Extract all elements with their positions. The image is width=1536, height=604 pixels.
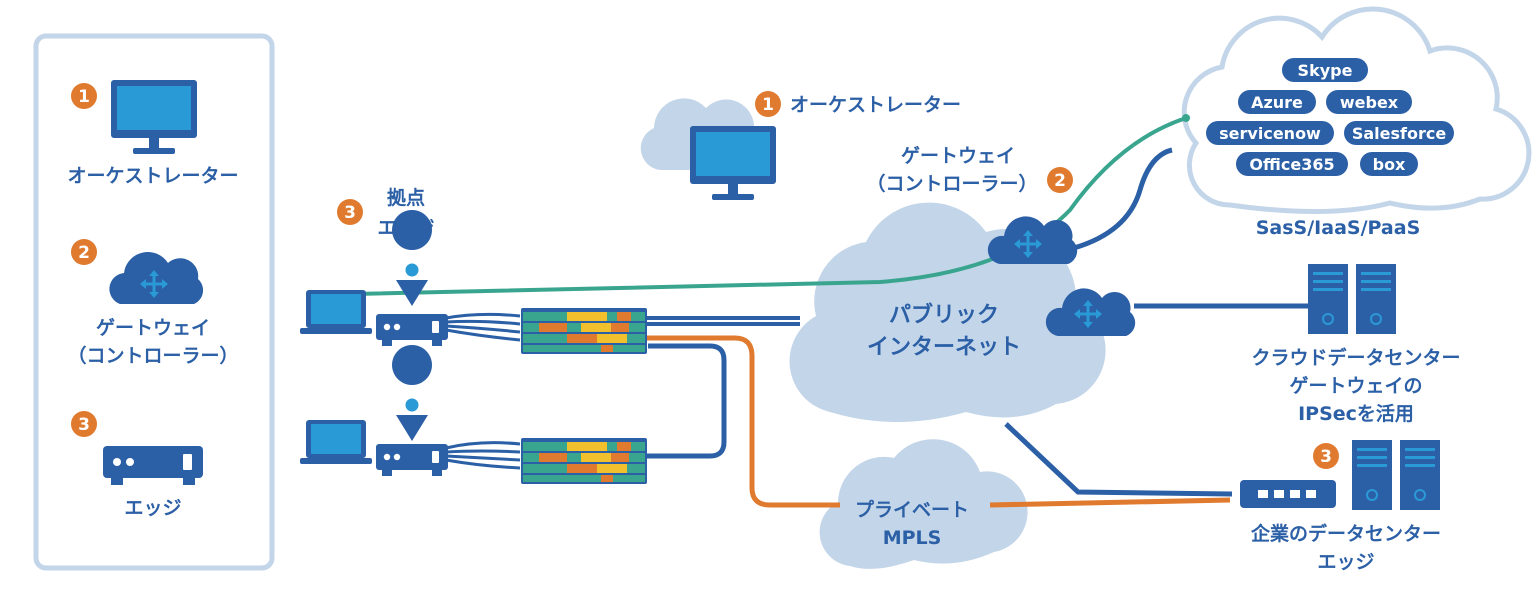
laptop-icon xyxy=(300,420,372,464)
mpls-cloud xyxy=(819,439,1028,569)
internet-to-enterprise-path xyxy=(1004,422,1233,497)
gateway-badge xyxy=(1047,167,1073,193)
bundle-2-lines xyxy=(445,441,521,470)
bundle-1-lines xyxy=(445,312,521,342)
legend-label-gateway-line2: （コントローラー） xyxy=(67,344,238,367)
edge-device-icon xyxy=(103,446,203,485)
orchestrator-label: オーケストレーター xyxy=(790,94,961,116)
legend-number-badge xyxy=(71,411,97,437)
saas-services: Skype Azure webex servicenow Salesforce … xyxy=(1206,58,1454,176)
mpls-path xyxy=(646,335,840,508)
legend-number-badge xyxy=(71,239,97,265)
server-icon xyxy=(1351,439,1441,511)
service-pill: Azure xyxy=(1251,93,1303,112)
cloud-dc-label-line2: ゲートウェイの xyxy=(1289,375,1422,397)
server-icon xyxy=(1307,263,1397,335)
cloud-gateway-icon xyxy=(1045,288,1136,336)
orchestrator-number: 1 xyxy=(762,95,774,115)
service-pill: webex xyxy=(1340,93,1399,112)
legend-label-edge: エッジ xyxy=(124,497,181,519)
branch2-internet-path xyxy=(646,343,727,459)
cloud-dc-label-line3: IPSecを活用 xyxy=(1298,402,1414,425)
legend-label-orchestrator: オーケストレーター xyxy=(67,165,238,187)
enterprise-edge-device-icon xyxy=(1240,480,1336,508)
edge-device-icon xyxy=(376,444,448,476)
tunnel-bundle-1 xyxy=(521,308,647,354)
legend-number: 1 xyxy=(78,87,90,107)
branch-edge-number: 3 xyxy=(344,203,356,223)
tunnel-bundle-2 xyxy=(521,438,647,484)
branch-edge-badge xyxy=(337,199,363,225)
enterprise-dc-number: 3 xyxy=(1320,447,1332,467)
legend-number: 2 xyxy=(78,243,90,263)
service-pill: Office365 xyxy=(1249,155,1334,174)
teal-endpoint xyxy=(1182,114,1190,122)
cloud-dc-label-line1: クラウドデータセンター xyxy=(1251,346,1460,369)
service-pill: box xyxy=(1373,155,1406,174)
gateway-label-line1: ゲートウェイ xyxy=(901,145,1015,167)
public-internet-label-line2: インターネット xyxy=(867,335,1021,360)
branch-edge-label-line1: 拠点 xyxy=(387,186,425,209)
gateway-to-saas-line xyxy=(1073,147,1173,251)
gateway-number: 2 xyxy=(1054,171,1066,191)
enterprise-dc-label-line2: エッジ xyxy=(1317,551,1374,573)
cloud-gateway-icon xyxy=(987,216,1078,264)
legend-number: 3 xyxy=(78,415,90,435)
mpls-path-right xyxy=(989,497,1231,508)
edge-device-icon xyxy=(376,314,448,346)
mpls-label-line1: プライベート xyxy=(855,498,969,521)
mpls-label-line2: MPLS xyxy=(883,527,942,549)
orchestrator-badge xyxy=(755,91,781,117)
branch-edge-label-line2: エッジ xyxy=(377,217,434,239)
monitor-icon xyxy=(690,126,776,200)
service-pill: servicenow xyxy=(1219,124,1321,143)
legend-number-badge xyxy=(71,83,97,109)
saas-label: SasS/IaaS/PaaS xyxy=(1256,217,1421,239)
legend-label-gateway-line1: ゲートウェイ xyxy=(96,317,210,339)
location-pin-icon xyxy=(390,343,434,443)
cloud-gateway-icon xyxy=(109,251,204,304)
laptop-icon xyxy=(300,290,372,334)
enterprise-dc-label-line1: 企業のデータセンター xyxy=(1250,522,1441,545)
gateway-label-line2: （コントローラー） xyxy=(866,172,1037,195)
branch1-to-internet-lines xyxy=(646,316,800,326)
public-internet-label-line1: パブリック xyxy=(889,302,999,328)
enterprise-dc-badge xyxy=(1313,443,1339,469)
service-pill: Skype xyxy=(1298,61,1353,80)
service-pill: Salesforce xyxy=(1352,124,1447,143)
direct-internet-path xyxy=(353,116,1187,296)
